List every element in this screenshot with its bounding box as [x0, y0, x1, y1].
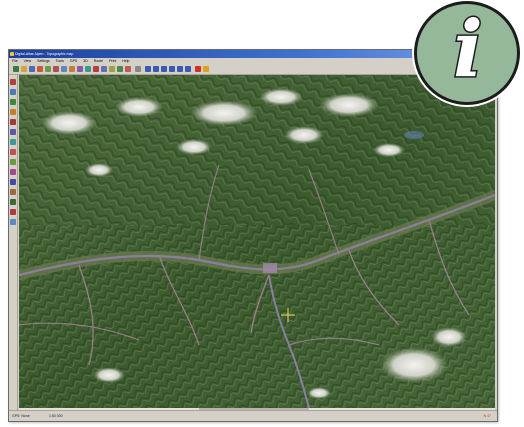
pan-icon[interactable] — [61, 66, 67, 72]
scale-readout: 1:50 000 — [49, 414, 63, 418]
pointer-icon[interactable] — [10, 79, 16, 85]
menu-bar: File View Settings Tools GPS 3D Route Pr… — [9, 58, 497, 64]
status-bar: GPS: None 1:50 000 N 47 — [9, 410, 497, 421]
settings-icon[interactable] — [125, 66, 131, 72]
hand-tool-icon[interactable] — [10, 89, 16, 95]
area-tool-icon[interactable] — [10, 139, 16, 145]
record-icon[interactable] — [195, 66, 201, 72]
side-toolbar — [9, 75, 18, 411]
menu-view[interactable]: View — [23, 59, 32, 63]
export-icon[interactable] — [10, 189, 16, 195]
terrain-icon[interactable] — [117, 66, 123, 72]
horizontal-scrollbar[interactable] — [19, 408, 495, 411]
open-folder-icon[interactable] — [21, 66, 27, 72]
zoom-in-icon[interactable] — [45, 66, 51, 72]
separator-icon — [135, 66, 141, 72]
track-icon[interactable] — [10, 179, 16, 185]
zoom-out-icon[interactable] — [53, 66, 59, 72]
title-bar[interactable]: Digital-Atlas Alpen - Topographic map — [9, 50, 497, 58]
scrollbar-thumb[interactable] — [199, 408, 309, 411]
window-title: Digital-Atlas Alpen - Topographic map — [15, 52, 74, 56]
save-icon[interactable] — [29, 66, 35, 72]
coordinate-readout: N 47 — [483, 414, 491, 418]
menu-tools[interactable]: Tools — [55, 59, 64, 63]
ruler-icon[interactable] — [10, 109, 16, 115]
main-toolbar — [9, 64, 497, 75]
waypoint-icon[interactable] — [10, 119, 16, 125]
magnifier-icon[interactable] — [10, 99, 16, 105]
menu-help[interactable]: Help — [122, 59, 130, 63]
3d-view-icon[interactable] — [109, 66, 115, 72]
info-icon: i — [452, 4, 485, 95]
new-map-icon[interactable] — [13, 66, 19, 72]
flag-icon[interactable] — [203, 66, 209, 72]
info-tool-icon[interactable] — [10, 219, 16, 225]
play-icon[interactable] — [161, 66, 167, 72]
next-icon[interactable] — [177, 66, 183, 72]
gps-status: GPS: None — [12, 414, 30, 418]
line-tool-icon[interactable] — [10, 129, 16, 135]
menu-settings[interactable]: Settings — [37, 59, 50, 63]
delete-icon[interactable] — [10, 209, 16, 215]
topographic-map-view[interactable] — [19, 75, 495, 408]
map-terrain — [19, 75, 495, 408]
layers-icon[interactable] — [101, 66, 107, 72]
info-badge: i — [414, 1, 520, 105]
back-icon[interactable] — [153, 66, 159, 72]
stop-icon[interactable] — [185, 66, 191, 72]
route-icon[interactable] — [77, 66, 83, 72]
map-application-window: Digital-Atlas Alpen - Topographic map Fi… — [8, 49, 498, 422]
menu-file[interactable]: File — [12, 59, 18, 63]
app-icon — [10, 52, 14, 56]
gps-icon[interactable] — [85, 66, 91, 72]
forward-icon[interactable] — [169, 66, 175, 72]
photo-icon[interactable] — [10, 169, 16, 175]
text-tool-icon[interactable] — [10, 149, 16, 155]
menu-print[interactable]: Print — [109, 59, 117, 63]
import-icon[interactable] — [10, 199, 16, 205]
previous-icon[interactable] — [145, 66, 151, 72]
marker-icon[interactable] — [93, 66, 99, 72]
measure-icon[interactable] — [69, 66, 75, 72]
menu-route[interactable]: Route — [93, 59, 104, 63]
print-icon[interactable] — [37, 66, 43, 72]
menu-gps[interactable]: GPS — [69, 59, 78, 63]
menu-3d[interactable]: 3D — [83, 59, 88, 63]
profile-icon[interactable] — [10, 159, 16, 165]
